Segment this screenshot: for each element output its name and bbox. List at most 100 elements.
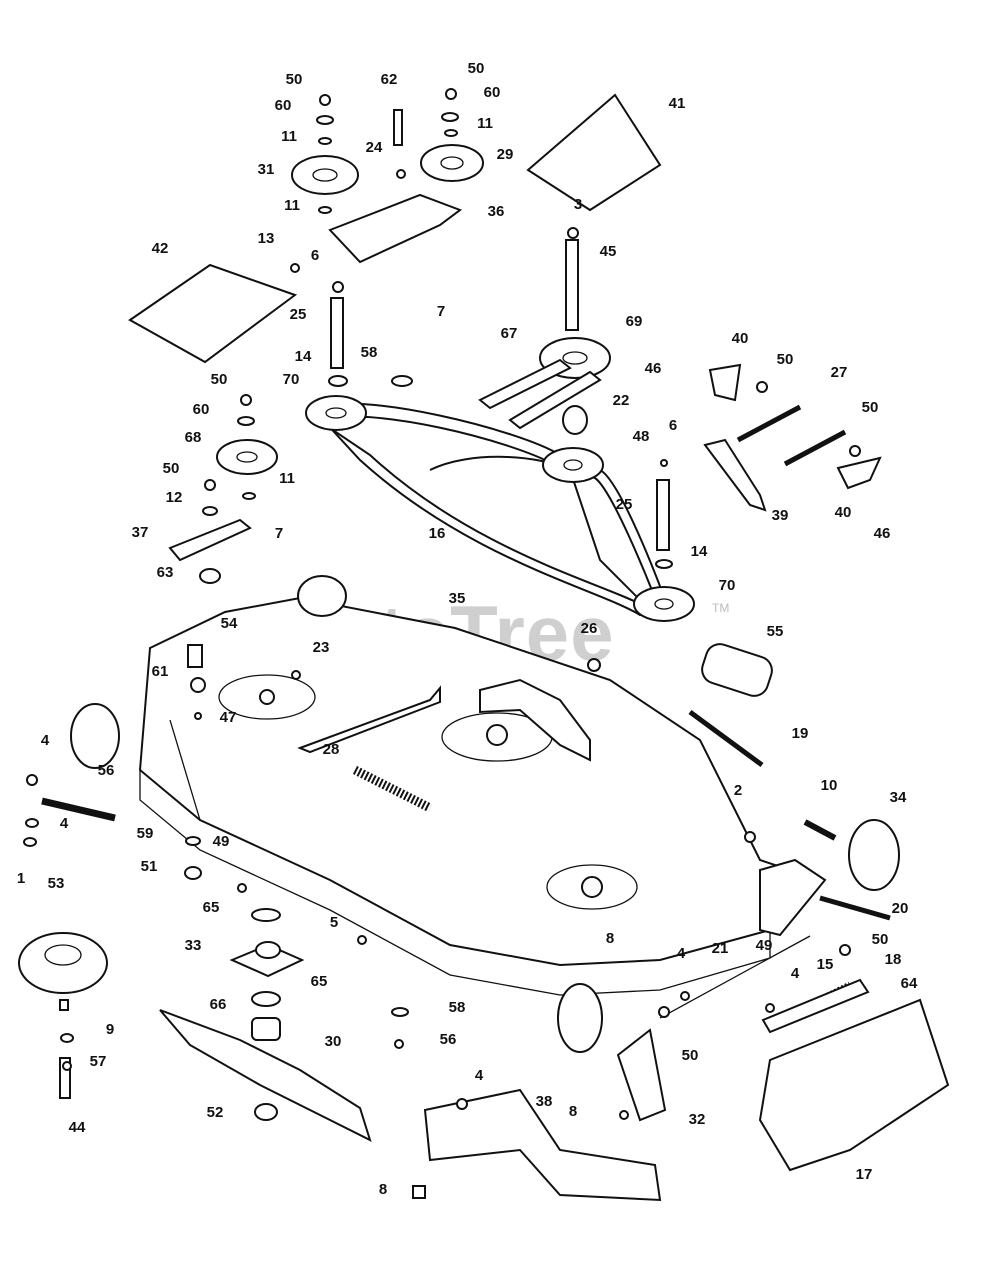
- bar-18: [761, 978, 870, 1034]
- callout-27: 27: [831, 364, 848, 381]
- callout-50: 50: [862, 399, 879, 416]
- callout-33: 33: [185, 937, 202, 954]
- callout-15: 15: [817, 956, 834, 973]
- callout-60: 60: [193, 401, 210, 418]
- bolt-20: [819, 895, 891, 921]
- callout-39: 39: [772, 507, 789, 524]
- callout-67: 67: [501, 325, 518, 342]
- callout-9: 9: [106, 1021, 114, 1038]
- callout-50: 50: [286, 71, 303, 88]
- drive-belts: [310, 402, 667, 617]
- deck-wheel-front-right: [557, 983, 603, 1053]
- pulley-70-right: [633, 586, 695, 622]
- axle-10: [803, 819, 837, 841]
- callout-21: 21: [712, 940, 729, 957]
- callout-65: 65: [311, 973, 328, 990]
- callout-52: 52: [207, 1104, 224, 1121]
- callout-32: 32: [689, 1111, 706, 1128]
- callout-49: 49: [756, 937, 773, 954]
- callout-30: 30: [325, 1033, 342, 1050]
- callout-50: 50: [163, 460, 180, 477]
- deck-wheel-34: [848, 819, 900, 891]
- callout-6: 6: [311, 247, 319, 264]
- pulley-70-left: [305, 395, 367, 431]
- washer-9: [59, 999, 69, 1011]
- deflector-bracket: [479, 678, 591, 762]
- callout-31: 31: [258, 161, 275, 178]
- callout-50: 50: [777, 351, 794, 368]
- callout-70: 70: [283, 371, 300, 388]
- callout-8: 8: [569, 1103, 577, 1120]
- pto-clutch-53: [18, 932, 108, 994]
- bracket-40-lower: [836, 456, 882, 490]
- callout-53: 53: [48, 875, 65, 892]
- deck-wheel-rear-left: [297, 575, 347, 617]
- callout-17: 17: [856, 1166, 873, 1183]
- bracket-49: [759, 858, 827, 937]
- callout-11: 11: [279, 470, 295, 487]
- callout-50: 50: [211, 371, 228, 388]
- callout-14: 14: [691, 543, 708, 560]
- idler-bracket-36: [328, 193, 463, 264]
- callout-13: 13: [258, 230, 275, 247]
- belt-cover-42: [128, 263, 298, 364]
- callout-50: 50: [682, 1047, 699, 1064]
- callout-36: 36: [488, 203, 505, 220]
- callout-12: 12: [166, 489, 183, 506]
- rod-27: [736, 404, 802, 443]
- callout-1: 1: [17, 870, 25, 887]
- callout-19: 19: [792, 725, 809, 742]
- callout-46: 46: [874, 525, 891, 542]
- callout-64: 64: [901, 975, 918, 992]
- pulley-48-idler: [542, 447, 604, 483]
- callout-59: 59: [137, 825, 154, 842]
- nut-52: [254, 1103, 278, 1121]
- callout-45: 45: [600, 243, 617, 260]
- callout-62: 62: [381, 71, 398, 88]
- callout-42: 42: [152, 240, 169, 257]
- callout-35: 35: [449, 590, 466, 607]
- callout-41: 41: [669, 95, 686, 112]
- idler-arm: [478, 358, 572, 410]
- callout-60: 60: [484, 84, 501, 101]
- rod-19: [688, 709, 764, 768]
- spacer-66: [251, 1017, 281, 1041]
- callout-37: 37: [132, 524, 149, 541]
- callout-16: 16: [429, 525, 446, 542]
- callout-22: 22: [613, 392, 630, 409]
- belt-cover-41: [526, 93, 662, 212]
- bearing-65: [251, 991, 281, 1007]
- callout-54: 54: [221, 615, 238, 632]
- callout-40: 40: [835, 504, 852, 521]
- callout-26: 26: [581, 620, 598, 637]
- callout-69: 69: [626, 313, 643, 330]
- callout-10: 10: [821, 777, 838, 794]
- callout-23: 23: [313, 639, 330, 656]
- callout-5: 5: [330, 914, 338, 931]
- callout-4: 4: [677, 945, 686, 962]
- bumper-55: [701, 643, 773, 697]
- washer-65: [251, 908, 281, 922]
- callout-8: 8: [606, 930, 614, 947]
- callout-56: 56: [98, 762, 115, 779]
- shaft-45: [565, 239, 579, 331]
- deck-wheel-front-left: [70, 703, 120, 769]
- callout-50: 50: [468, 60, 485, 77]
- shaft-25-right: [656, 479, 670, 551]
- callout-11: 11: [284, 197, 300, 214]
- idler-arm-lower: [508, 370, 602, 430]
- callout-8: 8: [379, 1181, 387, 1198]
- callout-55: 55: [767, 623, 784, 640]
- callout-6: 6: [669, 417, 677, 434]
- callout-34: 34: [890, 789, 907, 806]
- hardware-small: [23, 88, 861, 1199]
- rod-56: [41, 797, 116, 822]
- shaft-25-left: [330, 297, 344, 369]
- callout-18: 18: [885, 951, 902, 968]
- callout-65: 65: [203, 899, 220, 916]
- link-21: [659, 935, 811, 1019]
- callout-24: 24: [366, 139, 383, 156]
- link-39: [703, 438, 767, 512]
- callout-7: 7: [437, 303, 445, 320]
